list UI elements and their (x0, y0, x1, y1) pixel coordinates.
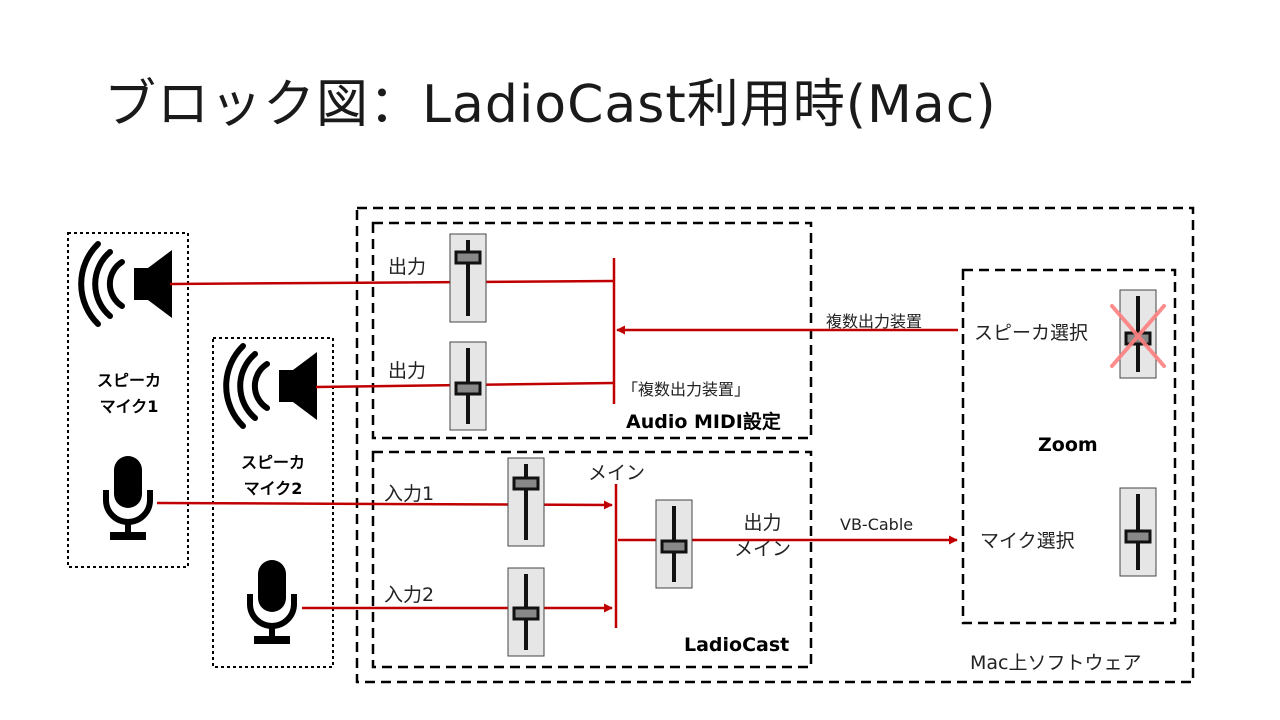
fader-slider (449, 233, 487, 323)
fader-slider (655, 499, 693, 589)
microphone-icon (250, 560, 294, 644)
audio-midi-output1-label: 出力 (388, 256, 427, 278)
zoom-speaker-select-label: スピーカ選択 (974, 322, 1089, 344)
device-label-line: マイク1 (99, 397, 159, 416)
zoom-title: Zoom (1038, 434, 1098, 456)
fader-slider (449, 341, 487, 431)
ladiocast-input1-label: 入力1 (384, 483, 435, 505)
output-label-line: 出力 (743, 512, 782, 534)
fader-slider (507, 567, 545, 657)
output-label-line: メイン (734, 538, 792, 560)
zoom-box (961, 268, 1177, 625)
speaker-icon (81, 244, 172, 324)
speaker-icon (226, 346, 317, 426)
device-label-line: スピーカ (240, 453, 305, 472)
signal-line (169, 279, 614, 286)
ladiocast-box (371, 450, 813, 669)
ladiocast-output-main-label: 出力 メイン (734, 510, 791, 562)
device-group-1-label: スピーカ マイク1 (84, 368, 174, 420)
device-group-2-label: スピーカ マイク2 (228, 450, 318, 502)
multi-output-bus-label: 「複数出力装置」 (622, 380, 751, 399)
zoom-mic-select-label: マイク選択 (980, 530, 1075, 552)
mac-software-label: Mac上ソフトウェア (970, 652, 1142, 674)
audio-midi-title: Audio MIDI設定 (626, 411, 781, 433)
microphone-icon (106, 456, 150, 540)
device-label-line: スピーカ (96, 371, 161, 390)
fader-slider (1119, 487, 1157, 577)
fader-slider (507, 457, 545, 547)
disabled-cross-icon (1110, 304, 1166, 368)
device-label-line: マイク2 (243, 479, 303, 498)
mac-software-boundary (355, 206, 1195, 684)
vb-cable-label: VB-Cable (840, 515, 914, 534)
page-title: ブロック図：LadioCast利用時(Mac) (104, 75, 997, 135)
ladiocast-input2-label: 入力2 (384, 584, 435, 606)
ladiocast-main-label: メイン (588, 462, 646, 484)
multi-output-connection-label: 複数出力装置 (826, 312, 923, 331)
audio-midi-output2-label: 出力 (388, 360, 427, 382)
device-group-1 (67, 232, 189, 568)
ladiocast-title: LadioCast (684, 634, 790, 656)
